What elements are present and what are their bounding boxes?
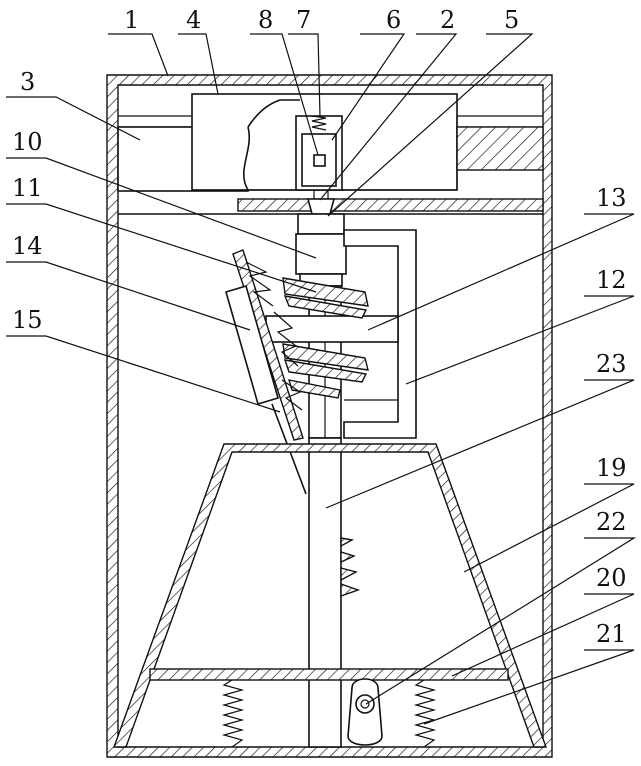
callout-15: 15 xyxy=(12,306,43,334)
callout-6: 6 xyxy=(386,6,401,34)
callout-11: 11 xyxy=(12,174,43,202)
callout-4: 4 xyxy=(186,6,201,34)
callout-12: 12 xyxy=(596,266,627,294)
callout-2: 2 xyxy=(440,6,455,34)
lower-shaft xyxy=(309,438,341,747)
support-plate xyxy=(238,199,543,211)
callout-10: 10 xyxy=(12,128,43,156)
callout-1: 1 xyxy=(124,6,139,34)
callout-20: 20 xyxy=(596,564,627,592)
sensor xyxy=(314,155,325,166)
callout-8: 8 xyxy=(258,6,273,34)
callout-7: 7 xyxy=(296,6,311,34)
callout-22: 22 xyxy=(596,508,627,536)
callout-3: 3 xyxy=(20,68,35,96)
spring-right xyxy=(416,680,434,747)
callout-14: 14 xyxy=(12,232,43,260)
spring-left xyxy=(224,680,242,747)
callout-19: 19 xyxy=(596,454,627,482)
callout-23: 23 xyxy=(596,350,627,378)
coupling xyxy=(308,199,334,214)
callout-5: 5 xyxy=(504,6,519,34)
slide-block xyxy=(457,127,543,170)
callout-21: 21 xyxy=(596,620,627,648)
callout-13: 13 xyxy=(596,184,627,212)
top-chamber xyxy=(118,94,543,214)
